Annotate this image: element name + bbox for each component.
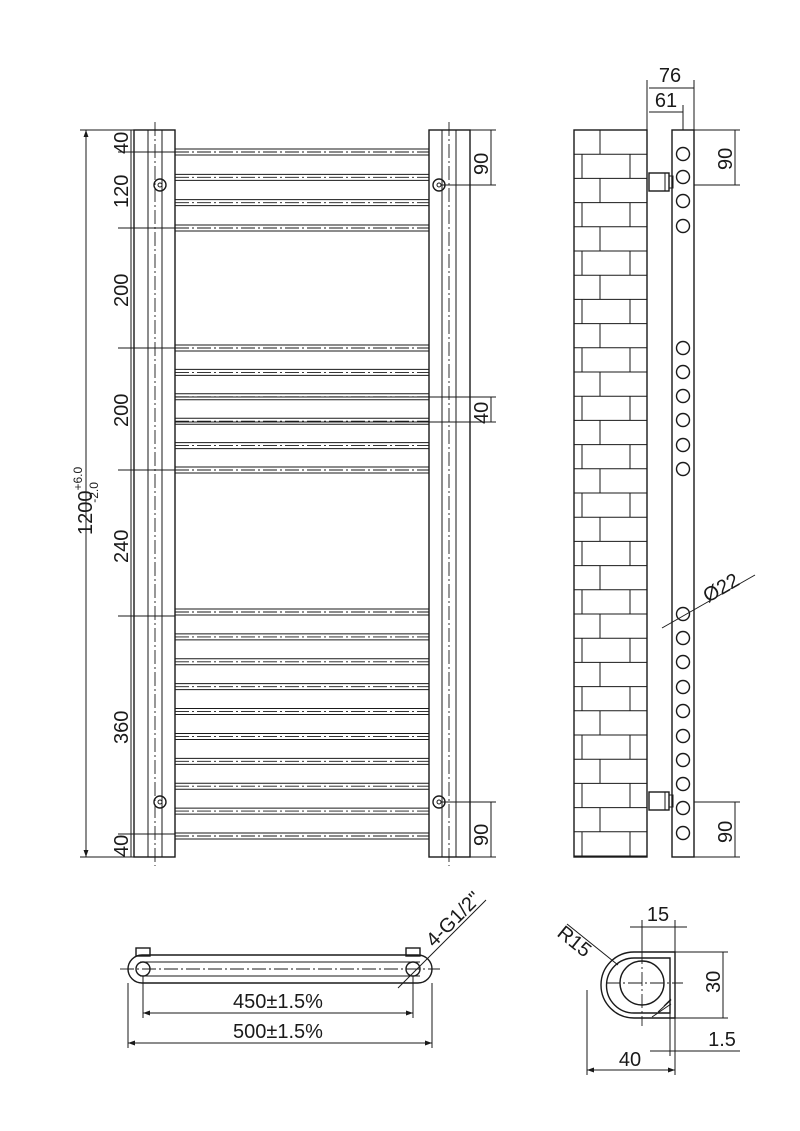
dim-seg-3: 200	[111, 394, 133, 427]
tube-circle	[675, 800, 691, 816]
tube-circle	[675, 193, 691, 209]
dim-wall: 1.5	[708, 1029, 736, 1051]
dim-width-bottom: 40	[619, 1049, 641, 1071]
tube-circle	[675, 606, 691, 622]
tube-circle	[675, 679, 691, 695]
dim-tube-diameter: Ø22	[700, 569, 744, 607]
section-profile	[600, 950, 683, 1026]
side-dim-depth: 76 61	[646, 65, 695, 130]
side-dim-top-bracket: 90	[715, 148, 737, 170]
front-view-rails	[175, 148, 429, 840]
dim-height: 30	[703, 971, 725, 993]
dim-bottom-offset: 40	[111, 835, 133, 857]
side-dim-bottom-bracket: 90	[715, 821, 737, 843]
tube-circle	[675, 146, 691, 162]
tube-circles	[675, 146, 691, 841]
tube-circle	[675, 218, 691, 234]
front-dim-total-height: 1200+6.0-2.0	[71, 129, 134, 858]
tube-circle	[675, 388, 691, 404]
dim-total-width: 500±1.5%	[233, 1021, 323, 1043]
top-view-body	[120, 947, 440, 984]
radiator-side-profile	[648, 129, 695, 858]
tube-circle	[675, 412, 691, 428]
dim-seg-4: 240	[111, 530, 133, 563]
front-dim-right: 90 90 40	[175, 129, 496, 858]
dim-top-bracket: 90	[471, 153, 493, 175]
front-view-brackets	[153, 178, 446, 809]
tube-circle	[675, 825, 691, 841]
tube-circle	[675, 437, 691, 453]
total-height-value: 1200	[75, 491, 97, 536]
dim-seg-5: 360	[111, 711, 133, 744]
tube-circle	[675, 728, 691, 744]
dim-seg-1: 120	[111, 175, 133, 208]
top-dim-widths: 450±1.5% 500±1.5%	[127, 976, 433, 1048]
dim-total-depth: 76	[659, 65, 681, 87]
tube-circle	[675, 461, 691, 477]
tube-circle	[675, 340, 691, 356]
tube-circle	[675, 630, 691, 646]
dim-bottom-bracket: 90	[471, 824, 493, 846]
section-view: R15 15 30 40 1.5	[553, 904, 740, 1075]
dim-bar-pitch: 40	[471, 402, 493, 424]
dim-seg-2: 200	[111, 274, 133, 307]
dim-width-top: 15	[647, 904, 669, 926]
dim-top-offset: 40	[111, 132, 133, 154]
top-view: 4-G1/2" 450±1.5% 500±1.5%	[120, 888, 487, 1048]
dim-radius: R15	[553, 922, 595, 962]
section-dims: R15 15 30 40 1.5	[553, 904, 740, 1075]
side-dim-brackets: 90 90	[694, 129, 740, 858]
dim-centers: 450±1.5%	[233, 991, 323, 1013]
tube-circle	[675, 364, 691, 380]
tube-circle	[675, 752, 691, 768]
side-dim-diameter: Ø22	[661, 569, 756, 629]
tube-circle	[675, 703, 691, 719]
dim-connection: 4-G1/2"	[422, 888, 486, 952]
total-height-tol-plus: +6.0	[71, 466, 85, 490]
top-dim-connection: 4-G1/2"	[397, 888, 487, 989]
front-dim-chain: 40 120 200 200 240 360 40	[111, 129, 175, 858]
svg-text:1200+6.0-2.0: 1200+6.0-2.0	[71, 466, 101, 535]
total-height-tol-minus: -2.0	[87, 482, 101, 503]
dim-wall-offset: 61	[655, 90, 677, 112]
front-view: 1200+6.0-2.0 40 120 200 200 240 360 40	[71, 122, 496, 866]
side-view: 76 61 90 90 Ø22	[573, 65, 756, 858]
tube-circle	[675, 169, 691, 185]
tube-circle	[675, 654, 691, 670]
tube-circle	[675, 776, 691, 792]
wall-bricks	[573, 129, 648, 858]
front-view-outline	[133, 122, 471, 866]
